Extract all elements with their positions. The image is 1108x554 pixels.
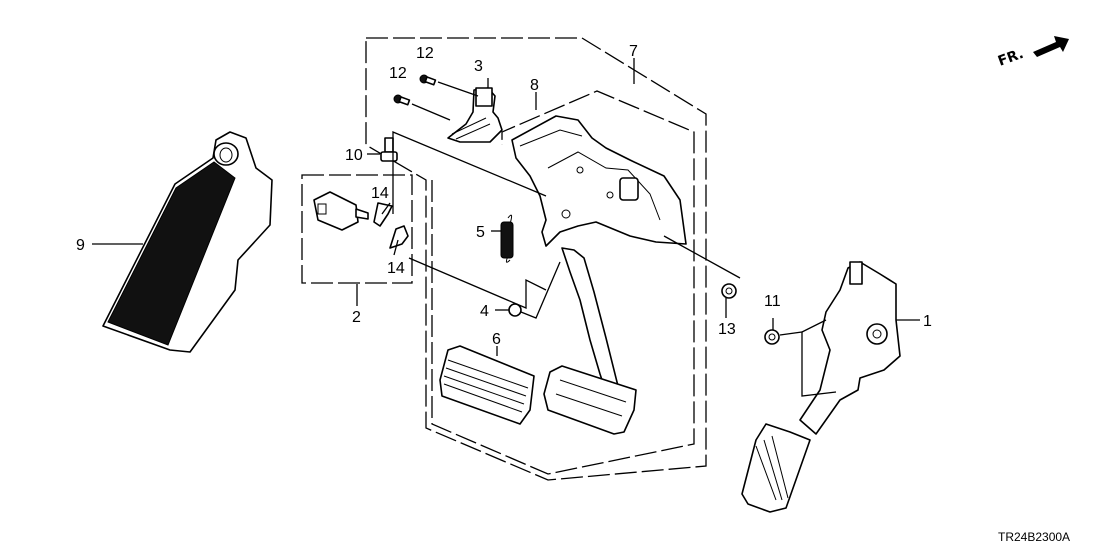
part-8-pedal-bracket[interactable] <box>511 115 687 247</box>
leader-lines <box>92 58 920 397</box>
part-12-screw-lower[interactable] <box>393 94 411 106</box>
callout-13: 13 <box>718 321 736 338</box>
callout-6: 6 <box>492 331 501 348</box>
front-arrow-icon <box>1033 36 1069 57</box>
callout-12-lower: 12 <box>389 65 407 82</box>
callout-8: 8 <box>530 77 539 94</box>
callout-3: 3 <box>474 58 483 75</box>
front-label: FR. <box>996 46 1026 70</box>
part-14-clip-upper[interactable] <box>373 202 393 227</box>
part-2-stop-switch[interactable] <box>313 191 369 231</box>
part-10-bolt[interactable] <box>380 137 398 162</box>
callout-5: 5 <box>476 224 485 241</box>
front-direction-indicator: FR. <box>996 36 1069 70</box>
callout-1: 1 <box>923 313 932 330</box>
callout-7: 7 <box>629 43 638 60</box>
callout-2: 2 <box>352 309 361 326</box>
part-1-accelerator-pedal[interactable] <box>741 261 901 513</box>
part-3-position-sensor[interactable] <box>447 87 503 143</box>
part-5-return-spring[interactable] <box>500 214 514 263</box>
callout-14-upper: 14 <box>371 185 389 202</box>
part-14-clip-lower[interactable] <box>389 225 409 249</box>
callout-11: 11 <box>764 293 781 310</box>
part-7-brake-pedal-arm[interactable] <box>543 247 637 435</box>
callout-4: 4 <box>480 303 489 320</box>
callout-12-upper: 12 <box>416 45 434 62</box>
assembly-2-outline <box>301 174 413 284</box>
callout-labels: 1 2 3 4 5 6 7 8 9 10 11 12 12 13 14 14 <box>76 43 932 348</box>
drawing-code: TR24B2300A <box>998 530 1070 544</box>
callout-9: 9 <box>76 237 85 254</box>
callout-14-lower: 14 <box>387 260 405 277</box>
part-12-screw-upper[interactable] <box>419 74 437 86</box>
assembly-8-outline <box>431 90 695 475</box>
part-6-brake-pedal-pad[interactable] <box>439 345 535 425</box>
part-11-flange-nut[interactable] <box>764 329 780 345</box>
part-9-pedal-cover[interactable] <box>102 131 273 353</box>
callout-10: 10 <box>345 147 363 164</box>
part-13-flange-nut[interactable] <box>721 283 737 299</box>
